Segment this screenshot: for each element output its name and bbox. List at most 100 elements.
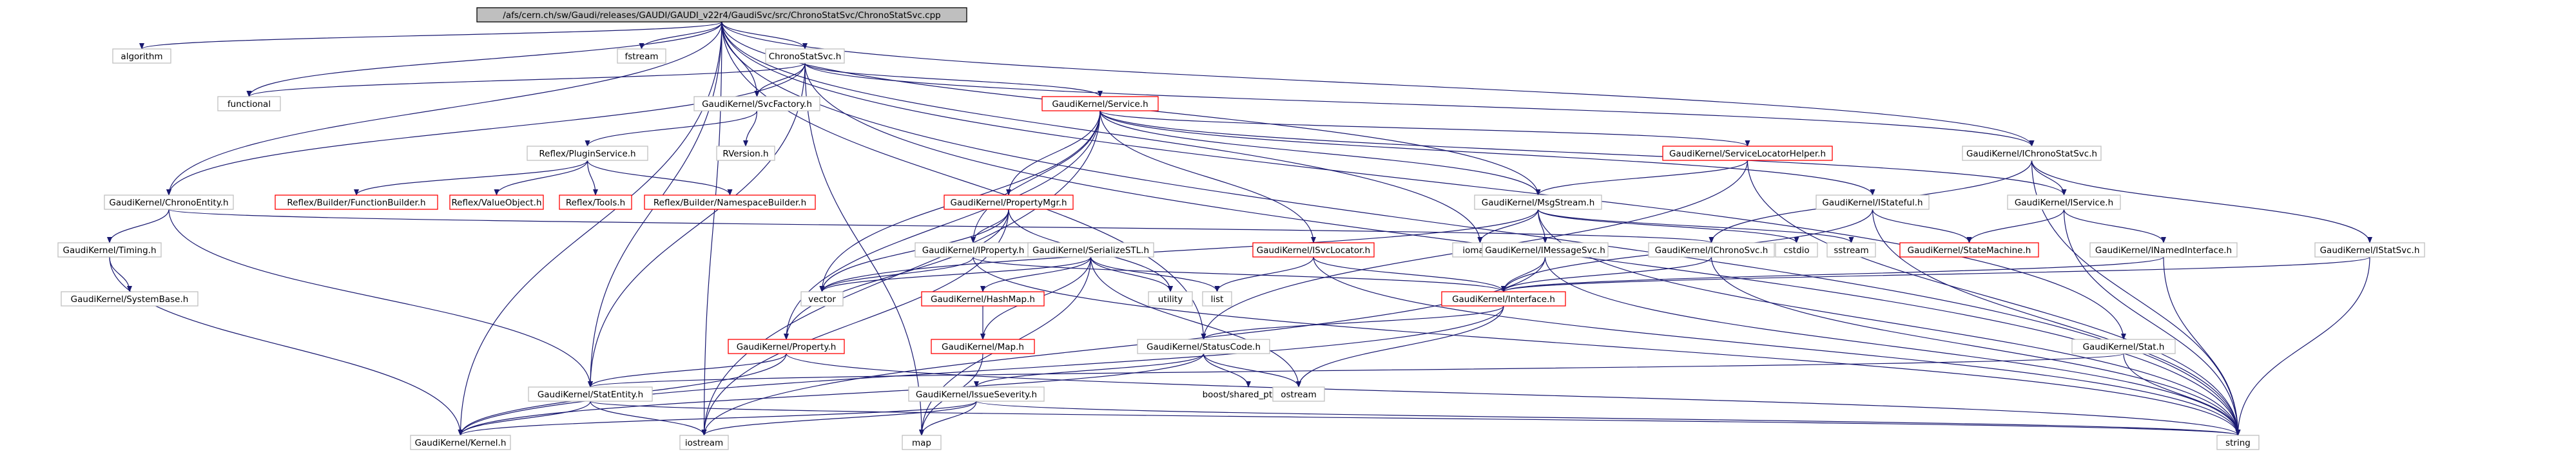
node-property[interactable]: GaudiKernel/Property.h [728,339,845,354]
edge-chronostatsvc_h-to-chronoentity [166,62,806,196]
node-label: GaudiKernel/Property.h [737,342,837,352]
node-sstream[interactable]: sstream [1826,242,1876,258]
node-box [410,435,511,450]
node-systembase[interactable]: GaudiKernel/SystemBase.h [61,291,199,307]
edge-ichronostatsvc-to-istatsvc [2031,160,2372,243]
edge-issueseverity-to-map [919,401,977,436]
edge-statuscode-to-issueseverity [974,353,1205,388]
node-rversion[interactable]: RVersion.h [716,146,775,161]
node-iostream[interactable]: iostream [679,435,729,450]
node-chronoentity[interactable]: GaudiKernel/ChronoEntity.h [104,194,234,210]
node-imessagesvc[interactable]: GaudiKernel/IMessageSvc.h [1482,242,1609,258]
node-fstream[interactable]: fstream [617,48,666,64]
edge-iservice-to-statemachine [1966,209,2065,243]
edge-property-to-string [786,353,2241,436]
node-isvclocator[interactable]: GaudiKernel/ISvcLocator.h [1252,242,1375,258]
node-msgstream[interactable]: GaudiKernel/MsgStream.h [1474,194,1602,210]
edge-root-to-ichronostatsvc [721,21,2035,147]
node-layer: /afs/cern.ch/sw/Gaudi/releases/GAUDI/GAU… [57,7,2425,450]
node-gkmap[interactable]: GaudiKernel/Map.h [931,339,1035,354]
edge-interface-to-ostream [1296,305,1504,388]
node-iservice[interactable]: GaudiKernel/IService.h [2007,194,2121,210]
node-istateful[interactable]: GaudiKernel/IStateful.h [1816,194,1930,210]
edge-timing-to-kernel [109,256,463,436]
node-service[interactable]: GaudiKernel/Service.h [1041,96,1159,111]
node-utility[interactable]: utility [1148,291,1193,307]
edge-chronostatsvc_h-to-statentity [588,62,806,388]
node-box [644,194,816,210]
edge-imessagesvc-to-string [1544,256,2241,436]
edge-pluginservice-to-valueobject [494,160,588,196]
node-timing[interactable]: GaudiKernel/Timing.h [57,242,162,258]
node-ichronostatsvc[interactable]: GaudiKernel/IChronoStatSvc.h [1962,146,2102,161]
edge-statuscode-to-kernel [458,353,1205,436]
edge-chronoentity-to-statentity [168,209,593,388]
node-slhelper[interactable]: GaudiKernel/ServiceLocatorHelper.h [1662,146,1833,161]
node-label: GaudiKernel/ChronoEntity.h [109,198,228,208]
node-label: GaudiKernel/HashMap.h [931,294,1035,305]
node-box [217,96,281,111]
node-box [1482,242,1609,258]
edge-iproperty-to-vector [819,256,974,292]
node-hashmap[interactable]: GaudiKernel/HashMap.h [921,291,1045,307]
node-nsbuilder[interactable]: Reflex/Builder/NamespaceBuilder.h [644,194,816,210]
edge-serializestl-to-vector [819,256,1092,292]
edge-msgstream-to-cstdio [1537,209,1799,243]
node-box [1962,146,2102,161]
node-valueobject[interactable]: Reflex/ValueObject.h [449,194,544,210]
node-box [944,194,1074,210]
node-inamedinterface[interactable]: GaudiKernel/INamedInterface.h [2089,242,2238,258]
node-label: algorithm [121,52,162,62]
node-propertymgr[interactable]: GaudiKernel/PropertyMgr.h [944,194,1074,210]
node-issueseverity[interactable]: GaudiKernel/IssueSeverity.h [908,386,1045,402]
node-list[interactable]: list [1202,291,1232,307]
node-label: GaudiKernel/IProperty.h [922,245,1025,256]
node-ostream[interactable]: ostream [1272,386,1325,402]
node-cstdio[interactable]: cstdio [1775,242,1818,258]
node-label: functional [228,99,271,109]
node-funcbuilder[interactable]: Reflex/Builder/FunctionBuilder.h [275,194,438,210]
node-interface[interactable]: GaudiKernel/Interface.h [1441,291,1566,307]
edge-serializestl-to-list [1090,256,1220,292]
edge-ichronosvc-to-interface [1501,256,1712,292]
node-box [1272,386,1325,402]
node-label: vector [808,294,836,305]
node-functional[interactable]: functional [217,96,281,111]
node-vector[interactable]: vector [800,291,844,307]
node-label: ChronoStatSvc.h [769,52,842,62]
node-svcfactory[interactable]: GaudiKernel/SvcFactory.h [693,96,820,111]
edge-serializestl-to-ostream [1090,256,1301,388]
edge-statentity-to-iostream [590,401,707,436]
node-map[interactable]: map [902,435,942,450]
node-pluginservice[interactable]: Reflex/PluginService.h [527,146,648,161]
edge-issueseverity-to-string [976,401,2240,436]
node-box [693,96,820,111]
node-algorithm[interactable]: algorithm [112,48,171,64]
edge-istatsvc-to-string [2235,256,2370,436]
node-sharedptr[interactable]: boost/shared_ptr.hpp [1203,390,1295,400]
edge-statentity-to-string [590,401,2240,436]
node-label: Reflex/ValueObject.h [451,198,541,208]
node-serializestl[interactable]: GaudiKernel/SerializeSTL.h [1027,242,1154,258]
edge-interface-to-statuscode [1201,305,1504,340]
node-istatsvc[interactable]: GaudiKernel/IStatSvc.h [2314,242,2425,258]
node-box [1662,146,1833,161]
edge-iproperty-to-interface [973,256,1506,292]
node-kernel[interactable]: GaudiKernel/Kernel.h [410,435,511,450]
node-stat[interactable]: GaudiKernel/Stat.h [2071,339,2176,354]
node-iproperty[interactable]: GaudiKernel/IProperty.h [915,242,1032,258]
node-ichronosvc[interactable]: GaudiKernel/IChronoSvc.h [1648,242,1775,258]
node-reflextools[interactable]: Reflex/Tools.h [559,194,632,210]
edge-service-to-msgstream [1099,110,1541,196]
node-statentity[interactable]: GaudiKernel/StatEntity.h [528,386,653,402]
node-statemachine[interactable]: GaudiKernel/StateMachine.h [1899,242,2039,258]
node-box [1137,339,1270,354]
node-statuscode[interactable]: GaudiKernel/StatusCode.h [1137,339,1270,354]
node-string[interactable]: string [2216,435,2260,450]
node-chronostatsvc-h[interactable]: ChronoStatSvc.h [765,48,845,64]
node-label: ostream [1281,390,1317,400]
edge-iservice-to-inamedinterface [2063,209,2166,243]
node-box [57,242,162,258]
node-box [617,48,666,64]
